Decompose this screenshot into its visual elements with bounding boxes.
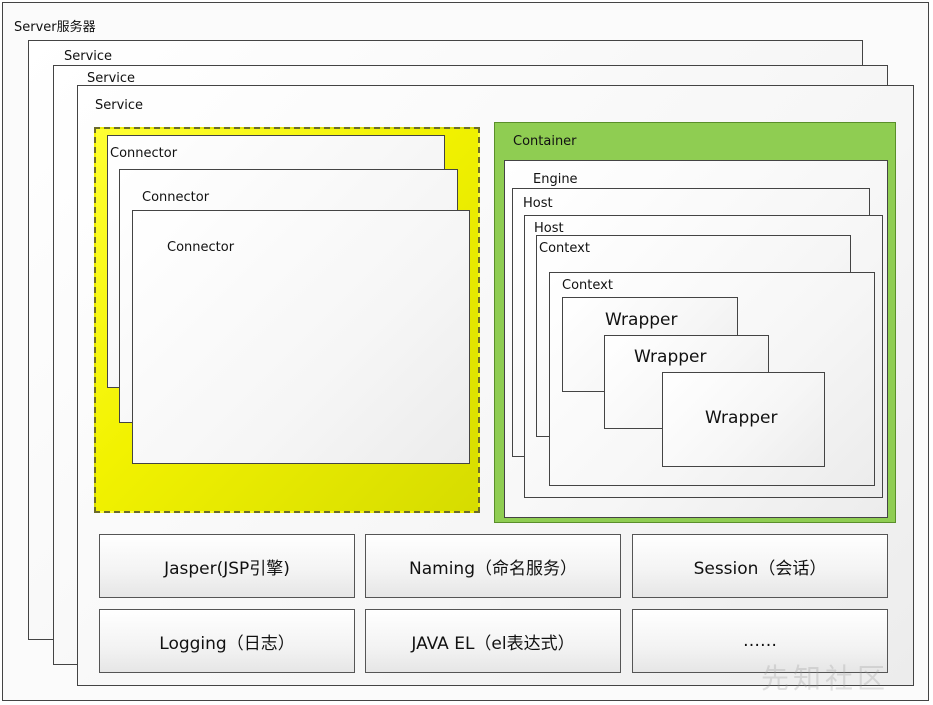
component-java-el-label: JAVA EL（el表达式） [411,633,575,654]
component-naming: Naming（命名服务） [365,534,621,598]
watermark-text: 先知社区 [760,662,889,695]
host-label-1: Host [523,196,553,211]
service-label-2: Service [87,71,136,86]
context-label-1: Context [539,241,590,256]
component-session-label: Session（会话） [693,558,827,579]
component-session: Session（会话） [632,534,888,598]
service-label-1: Service [64,49,113,64]
connector-label-2: Connector [142,190,210,205]
component-naming-label: Naming（命名服务） [409,558,577,579]
component-more: …… [632,609,888,673]
component-jasper: Jasper(JSP引擎) [99,534,355,598]
component-logging-label: Logging（日志） [159,633,295,654]
container-label: Container [513,134,577,149]
connector-label-1: Connector [110,146,178,161]
component-java-el: JAVA EL（el表达式） [365,609,621,673]
component-more-label: …… [743,631,777,651]
component-logging: Logging（日志） [99,609,355,673]
service-label-3: Service [95,98,144,113]
wrapper-label-1: Wrapper [605,310,678,330]
engine-label: Engine [533,172,578,187]
context-label-2: Context [562,278,613,293]
wrapper-label-2: Wrapper [634,347,707,367]
connector-box-3: Connector [132,210,470,464]
server-label: Server服务器 [14,20,96,35]
connector-label-3: Connector [167,240,235,255]
component-jasper-label: Jasper(JSP引擎) [164,558,290,579]
host-label-2: Host [534,221,564,236]
wrapper-label-3: Wrapper [705,408,778,428]
wrapper-box-3: Wrapper [662,372,825,467]
